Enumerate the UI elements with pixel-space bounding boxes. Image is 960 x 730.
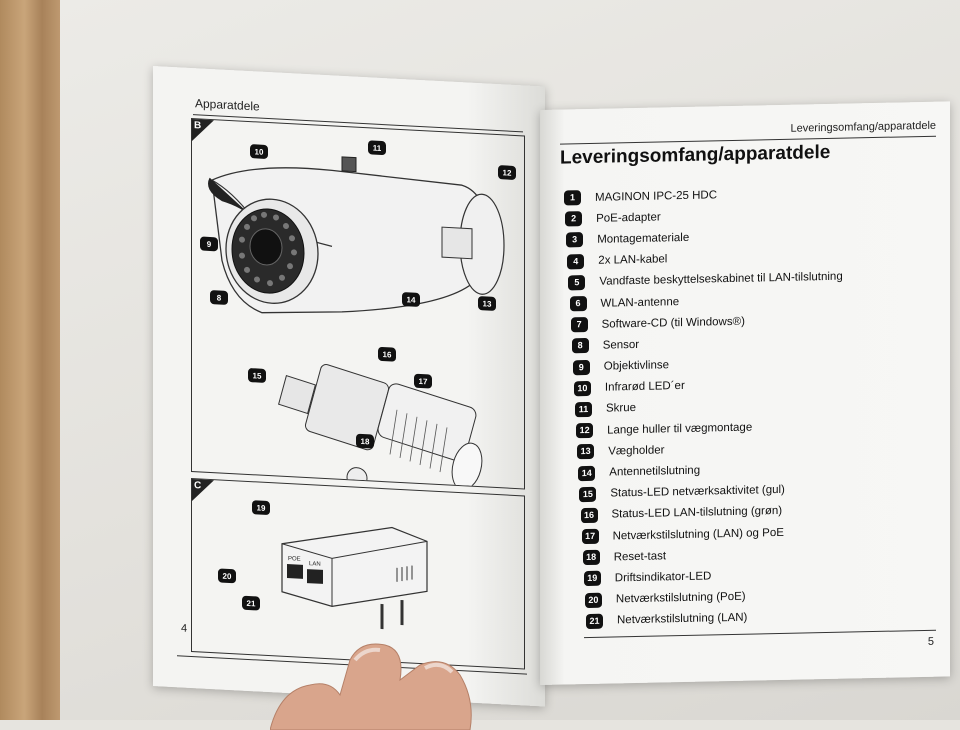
item-number-badge: 16 [580, 507, 598, 524]
page-title: Leveringsomfang/apparatdele [560, 141, 831, 169]
item-number-badge: 19 [583, 571, 601, 587]
footer-rule [584, 629, 936, 639]
item-number-badge: 6 [569, 296, 587, 312]
wooden-floor [0, 0, 70, 720]
right-page-header: Leveringsomfang/apparatdele [790, 119, 936, 135]
item-number-badge: 18 [582, 550, 600, 566]
left-page-number: 4 [181, 622, 188, 635]
callout-21: 21 [247, 599, 256, 608]
item-number-badge: 8 [571, 338, 589, 354]
item-label: Infrarød LED´er [604, 380, 685, 394]
item-label: PoE-adapter [596, 211, 661, 225]
item-label: Reset-tast [613, 550, 667, 564]
item-label: Netværkstilslutning (LAN) og PoE [612, 526, 784, 543]
item-label: Status-LED netværksaktivitet (gul) [610, 484, 785, 500]
item-label: WLAN-antenne [600, 295, 680, 310]
poe-adapter-drawing: POE LAN 19 20 21 [218, 500, 428, 630]
item-label: Netværkstilslutning (PoE) [615, 590, 746, 606]
item-label: Driftsindikator-LED [614, 570, 712, 585]
callout-14: 14 [407, 295, 416, 304]
parts-list: 1 MAGINON IPC-25 HDC 2 PoE-adapter 3 Montagem… [564, 182, 843, 633]
callout-16: 16 [383, 350, 392, 359]
item-label: Skrue [606, 402, 637, 416]
callout-12: 12 [503, 168, 512, 177]
item-label: Vandfaste beskyttelseskabinet til LAN-ti… [599, 271, 843, 289]
item-label: Vægholder [608, 444, 665, 458]
item-number-badge: 20 [584, 592, 602, 608]
figure-c-poe-adapter: C POE LAN 19 20 21 [191, 477, 525, 670]
item-label: Objektivlinse [603, 359, 669, 373]
poe-port-label: POE [288, 556, 301, 563]
item-number-badge: 17 [581, 528, 599, 545]
callout-18: 18 [361, 437, 370, 446]
item-number-badge: 13 [577, 444, 595, 460]
left-page-header: Apparatdele [195, 96, 260, 114]
item-number-badge: 1 [564, 190, 581, 206]
hand [270, 643, 472, 730]
camera-drawing: 10 11 12 9 8 14 13 16 15 17 18 [200, 140, 516, 491]
figure-b-tag: B [192, 119, 214, 143]
manual-right-page: Leveringsomfang/apparatdele Leveringsomf… [540, 101, 950, 685]
manual-left-page: Apparatdele B [153, 66, 545, 707]
figure-c-tag: C [192, 479, 214, 503]
callout-8: 8 [217, 293, 222, 302]
item-label: MAGINON IPC-25 HDC [595, 188, 718, 204]
item-label: Lange huller til vægmontage [607, 421, 753, 437]
item-label: Software-CD (til Windows®) [601, 315, 745, 331]
item-label: 2x LAN-kabel [598, 253, 668, 267]
item-number-badge: 12 [576, 423, 594, 439]
callout-19: 19 [257, 503, 266, 512]
item-number-badge: 10 [573, 380, 591, 397]
callout-9: 9 [207, 240, 212, 249]
callout-13: 13 [483, 299, 492, 308]
item-number-badge: 5 [568, 274, 586, 291]
item-label: Montagemateriale [597, 231, 690, 246]
callout-11: 11 [373, 144, 382, 153]
figure-b-camera: B [191, 117, 525, 491]
parts-list-item: 21 Netværkstilslutning (LAN) [564, 605, 843, 632]
item-label: Antennetilslutning [609, 464, 701, 479]
item-number-badge: 2 [565, 211, 583, 227]
item-number-badge: 21 [586, 613, 603, 629]
item-number-badge: 4 [567, 253, 585, 270]
item-number-badge: 15 [579, 486, 597, 502]
item-label: Status-LED LAN-tilslutning (grøn) [611, 505, 783, 521]
callout-17: 17 [419, 377, 428, 386]
item-label: Sensor [602, 338, 640, 352]
right-page-number: 5 [927, 635, 934, 648]
callout-10: 10 [255, 147, 264, 156]
item-number-badge: 7 [570, 317, 588, 333]
item-number-badge: 14 [578, 465, 596, 481]
item-number-badge: 9 [572, 359, 590, 375]
lan-port-label: LAN [309, 561, 321, 568]
callout-20: 20 [223, 572, 232, 581]
item-number-badge: 11 [575, 401, 592, 418]
item-number-badge: 3 [566, 232, 584, 248]
callout-15: 15 [253, 371, 262, 380]
item-label: Netværkstilslutning (LAN) [617, 611, 748, 627]
